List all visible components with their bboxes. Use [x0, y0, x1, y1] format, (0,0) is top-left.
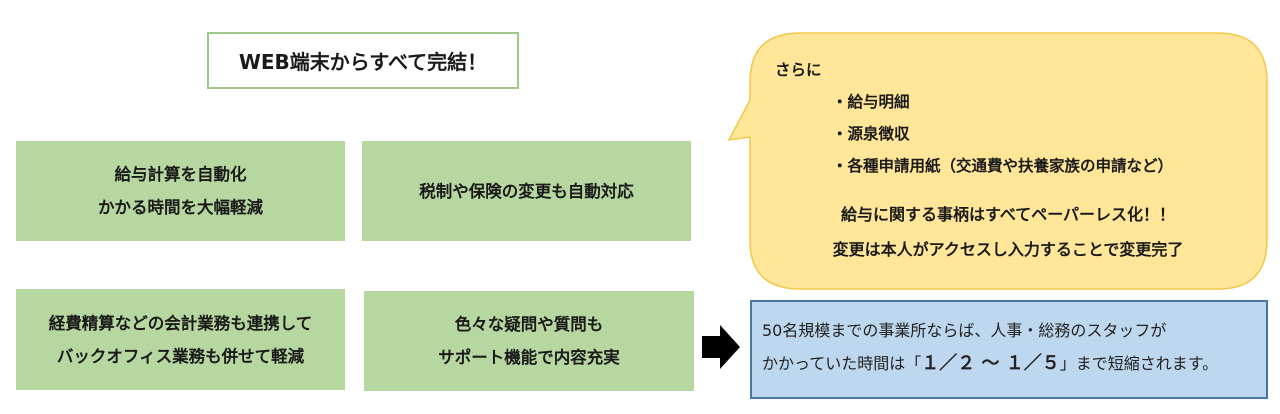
- result-box: 50名規模までの事業所ならば、人事・総務のスタッフが かかっていた時間は「１／２…: [750, 300, 1268, 399]
- feature-line: 税制や保険の変更も自動対応: [419, 181, 634, 201]
- ratio-to: １／５: [1005, 353, 1060, 374]
- result-text: かかっていた時間は「: [762, 354, 922, 373]
- feature-line: バックオフィス業務も併せて軽減: [56, 346, 305, 366]
- ratio-from: １／２: [921, 353, 976, 374]
- result-line: 50名規模までの事業所ならば、人事・総務のスタッフが: [762, 321, 1167, 340]
- feature-line: 色々な疑問や質問も: [454, 315, 604, 334]
- feature-line: 経費精算などの会計業務も連携して: [48, 313, 313, 333]
- feature-box-auto-payroll: 給与計算を自動化 かかる時間を大幅軽減: [16, 141, 345, 241]
- feature-line: 給与計算を自動化: [114, 165, 247, 184]
- list-item: ・給与明細: [832, 93, 910, 111]
- speech-bubble-content: さらに ・給与明細 ・源泉徴収 ・各種申請用紙（交通費や扶養家族の申請など） 給…: [750, 32, 1266, 288]
- paperless-item-list: ・給与明細 ・源泉徴収 ・各種申請用紙（交通費や扶養家族の申請など）: [832, 86, 1173, 182]
- feature-line: かかる時間を大幅軽減: [98, 198, 263, 217]
- list-item: ・源泉徴収: [832, 125, 910, 143]
- feature-box-tax-insurance: 税制や保険の変更も自動対応: [362, 141, 691, 241]
- bubble-summary: 給与に関する事柄はすべてペーパーレス化！！ 変更は本人がアクセスし入力することで…: [750, 197, 1266, 267]
- summary-line: 変更は本人がアクセスし入力することで変更完了: [832, 240, 1184, 259]
- result-line: かかっていた時間は「１／２ ～ １／５」まで短縮されます。: [762, 347, 1266, 380]
- title-text: WEB端末からすべて完結！: [238, 50, 488, 74]
- feature-box-support: 色々な疑問や質問も サポート機能で内容充実: [364, 291, 694, 391]
- list-item: ・各種申請用紙（交通費や扶養家族の申請など）: [832, 157, 1174, 175]
- result-text: 」まで短縮されます。: [1059, 354, 1219, 373]
- speech-bubble: [728, 32, 1268, 290]
- bubble-intro: さらに: [775, 61, 822, 79]
- title-box: WEB端末からすべて完結！: [207, 32, 519, 89]
- ratio-separator: ～: [975, 353, 1006, 374]
- feature-box-accounting-link: 経費精算などの会計業務も連携して バックオフィス業務も併せて軽減: [16, 289, 345, 390]
- summary-line: 給与に関する事柄はすべてペーパーレス化！！: [840, 205, 1176, 224]
- feature-line: サポート機能で内容充実: [438, 348, 620, 367]
- arrow-right-icon: [702, 325, 740, 369]
